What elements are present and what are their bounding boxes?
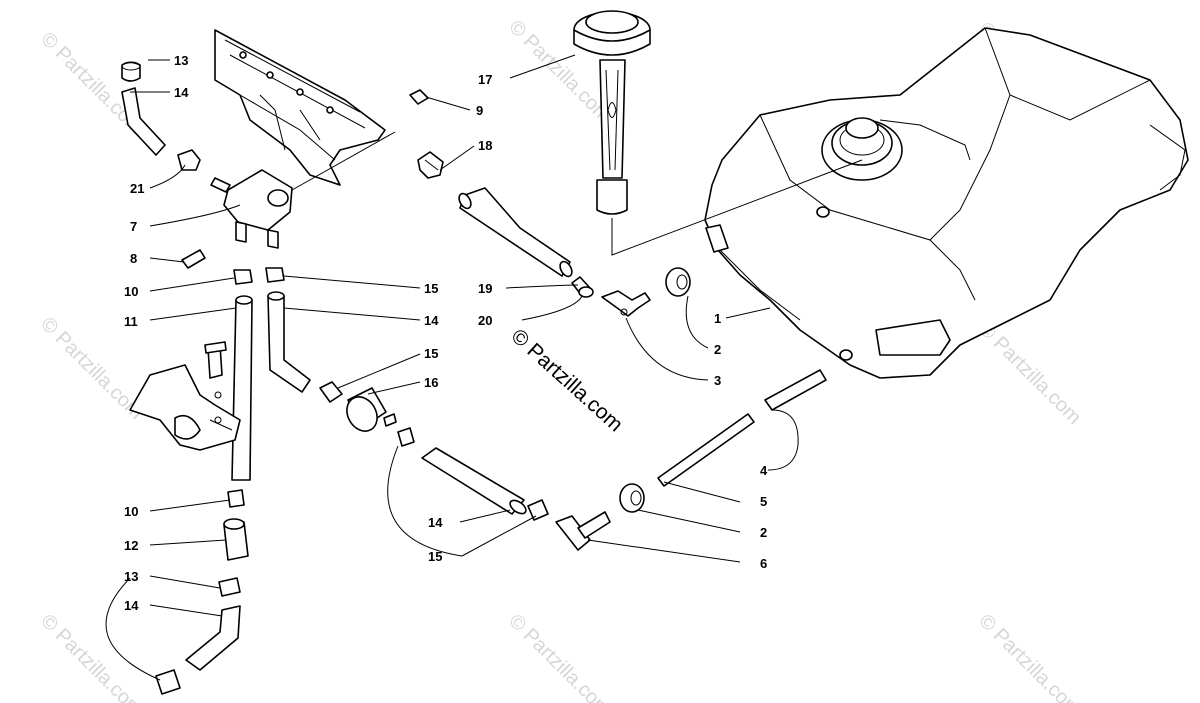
callout-labels: 13 14 21 7 8 9 18 17 19 20 1 2 3 10 11 1… [124,53,768,613]
fuel-hose-14d [421,447,527,515]
callout-15: 15 [424,281,438,296]
elbow-fitting-3 [601,290,651,317]
center-watermark: © Partzilla.com [507,325,628,437]
fuel-filter-16 [346,387,397,432]
fitting-4 [764,369,827,411]
callout-21: 21 [130,181,144,196]
nut-15b [319,381,343,403]
fuel-hose-14c [185,605,241,671]
callout-2: 2 [760,525,767,540]
elbow-fitting-6 [555,511,611,551]
grommet-2b [619,483,645,513]
nut-15d [527,499,549,521]
watermark: © Partzilla.com [974,318,1085,429]
fuel-pump-7 [210,131,396,249]
callout-15: 15 [428,549,442,564]
fuel-tank [704,27,1189,379]
callout-19: 19 [478,281,492,296]
callout-20: 20 [478,313,492,328]
fuel-pump-12 [223,518,249,561]
grommet-2a [665,267,691,297]
nut-10b [227,489,245,508]
callout-9: 9 [476,103,483,118]
callout-10: 10 [124,504,138,519]
callout-5: 5 [760,494,767,509]
callout-12: 12 [124,538,138,553]
clamp-18 [417,151,444,179]
callout-13: 13 [124,569,138,584]
hose-14a [121,87,166,156]
cap-13c [155,669,181,695]
cap-13b [218,577,241,597]
callout-4: 4 [760,463,768,478]
fuel-gauge-sender [573,10,863,256]
watermark: © Partzilla.com [504,610,615,703]
frame-bracket [214,29,386,186]
fuel-hose-14b [267,291,311,393]
nut-10a [233,269,253,285]
callout-6: 6 [760,556,767,571]
callout-18: 18 [478,138,492,153]
callout-16: 16 [424,375,438,390]
nut-15a [265,267,285,283]
watermark: © Partzilla.com [36,610,147,703]
callout-14: 14 [428,515,443,530]
clip-9 [409,89,429,105]
callout-10: 10 [124,284,138,299]
callout-1: 1 [714,311,721,326]
mounting-bracket [129,341,241,451]
callout-11: 11 [124,314,138,329]
callout-14: 14 [124,598,139,613]
cap-13a [121,61,141,82]
watermark: © Partzilla.com [974,610,1085,703]
leader-lines [105,54,799,681]
vent-hose [458,187,573,278]
callout-8: 8 [130,251,137,266]
callout-13: 13 [174,53,188,68]
callout-7: 7 [130,219,137,234]
callout-2: 2 [714,342,721,357]
callout-17: 17 [478,72,492,87]
fuel-hose-11 [231,295,253,481]
callout-15: 15 [424,346,438,361]
hose-clamp-20 [571,276,594,298]
callout-3: 3 [714,373,721,388]
callout-14: 14 [174,85,189,100]
fuel-hose-5 [657,413,755,487]
screw-8 [181,249,206,269]
callout-14: 14 [424,313,439,328]
clamp-21 [177,149,201,171]
nut-15c [397,427,415,447]
